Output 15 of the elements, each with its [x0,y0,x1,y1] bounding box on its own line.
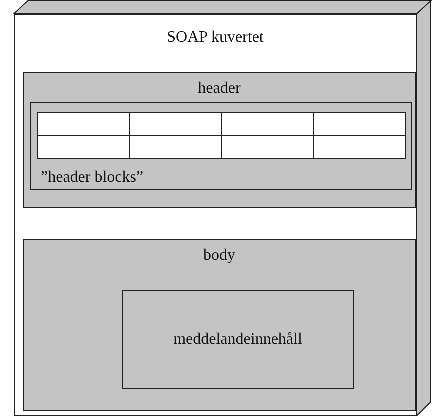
box-label: meddelandeinnehåll [172,330,304,348]
header-block-cell [129,112,222,136]
box-label: SOAP kuvertet [166,29,265,47]
box-label: ”header blocks” [41,169,144,187]
header-block-cell [313,135,406,159]
header-blocks-box [30,102,412,190]
box-label: header [197,80,242,98]
header-block-cell [37,112,130,136]
header-block-cell [221,112,314,136]
box-label: body [202,247,236,265]
header-block-cell [313,112,406,136]
header-block-cell [221,135,314,159]
header-block-cell [37,135,130,159]
header-block-cell [129,135,222,159]
content-box [122,290,354,389]
